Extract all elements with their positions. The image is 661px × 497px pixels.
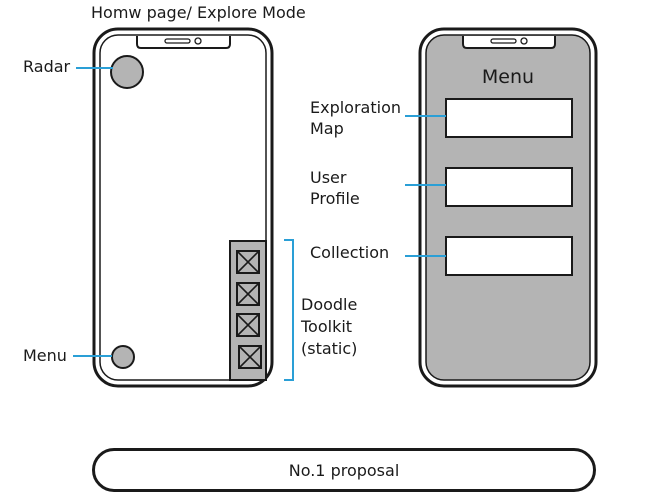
left-phone-camera [194,37,202,45]
doodle-toolkit-label: Doodle Toolkit (static) [301,295,358,358]
exploration-map-label: Exploration Map [310,98,401,138]
left-phone-speaker [164,38,191,44]
proposal-label: No.1 proposal [288,460,400,480]
menu-item-box-user-profile[interactable] [445,167,573,207]
right-phone-camera [520,37,528,45]
doodle-tool-slot[interactable] [238,345,262,369]
doodle-tool-slot[interactable] [236,313,260,337]
user-profile-label: User Profile [310,168,360,208]
left-phone [92,27,274,388]
right-phone [418,27,598,388]
right-phone-speaker [490,38,517,44]
left-phone-inner [99,34,267,381]
menu-screen-title: Menu [481,66,535,88]
radar-label: Radar [23,57,71,76]
radar-circle[interactable] [110,55,144,89]
right-phone-notch [462,36,556,49]
left-phone-outer [92,27,274,388]
collection-label: Collection [310,243,390,262]
menu-item-box-collection[interactable] [445,236,573,276]
doodle-tool-slot[interactable] [236,282,260,306]
menu-label: Menu [23,346,67,365]
right-phone-outer [418,27,598,388]
left-phone-title: Homw page/ Explore Mode [91,3,306,22]
menu-button-circle[interactable] [111,345,135,369]
left-phone-notch [136,36,231,49]
toolkit-bracket [284,239,294,381]
proposal-banner: No.1 proposal [92,448,596,492]
menu-item-box-exploration-map[interactable] [445,98,573,138]
doodle-tool-slot[interactable] [236,250,260,274]
